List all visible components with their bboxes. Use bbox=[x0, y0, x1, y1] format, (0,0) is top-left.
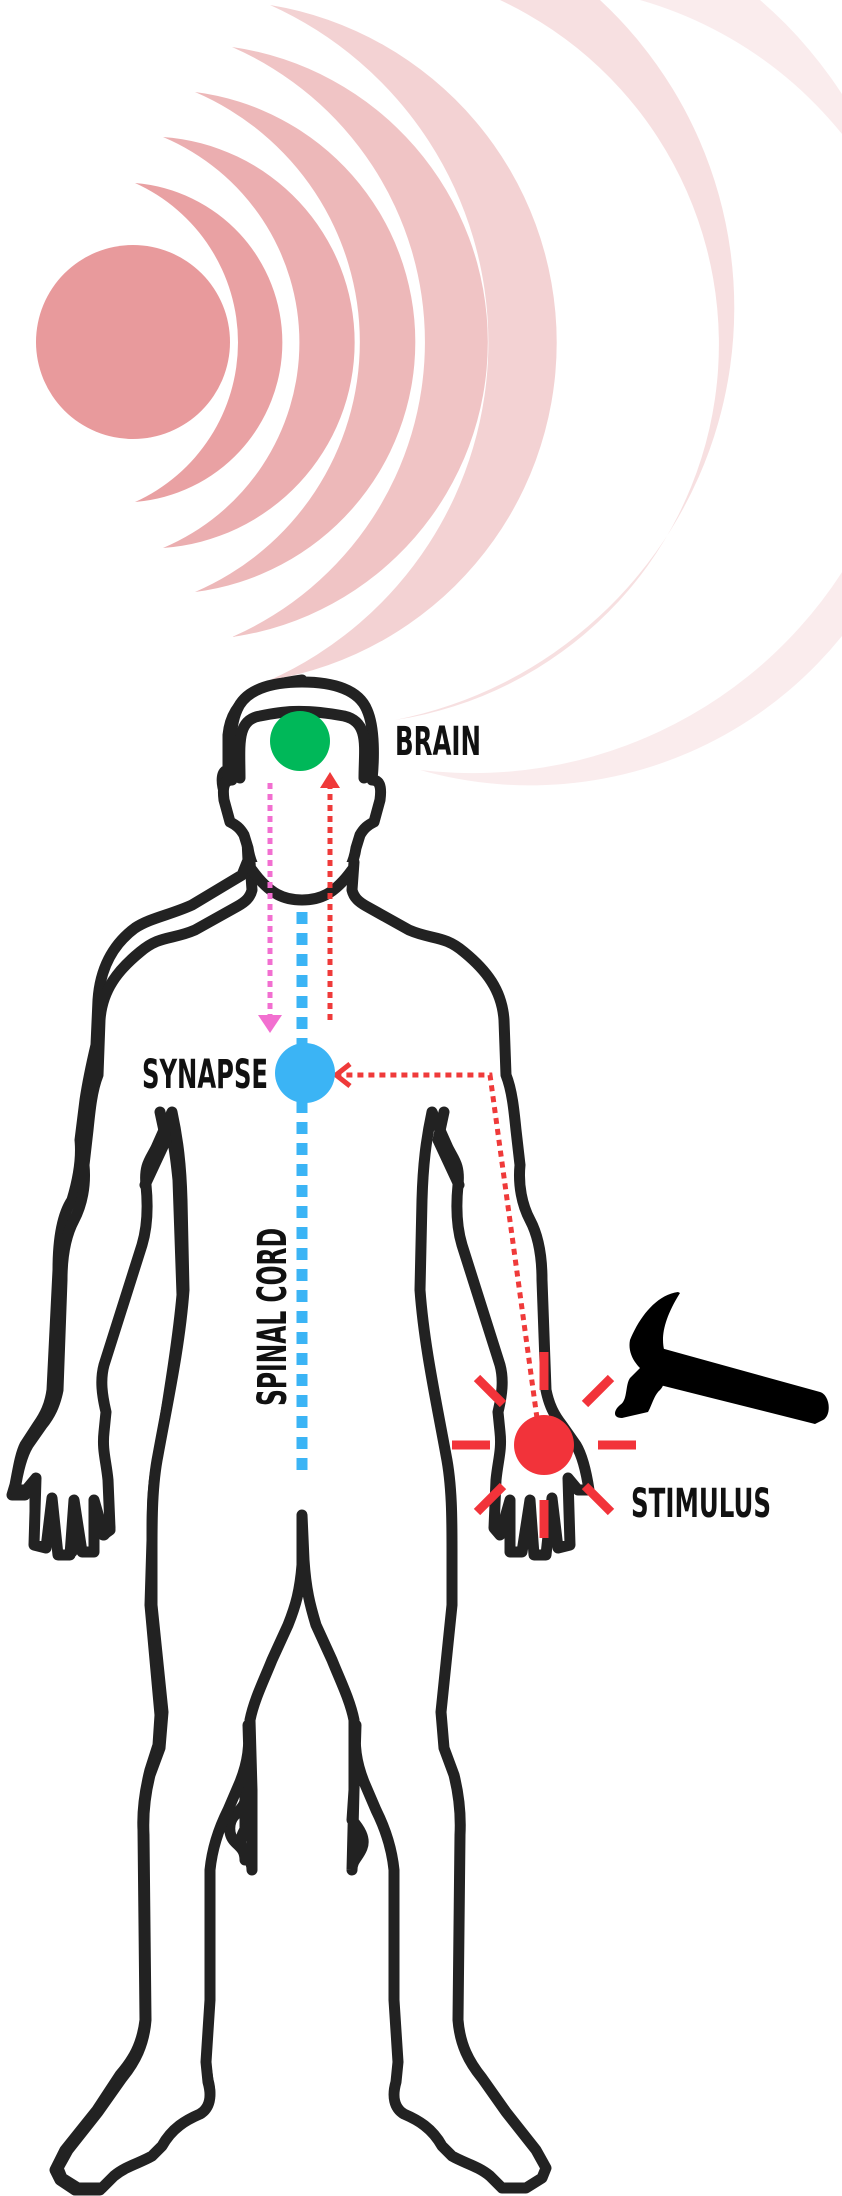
human-body-outline bbox=[12, 680, 589, 2190]
signal-wave-icon bbox=[36, 0, 842, 785]
hammer-handle bbox=[640, 1345, 829, 1424]
hammer-icon bbox=[615, 1292, 829, 1424]
signal-source-circle bbox=[36, 245, 230, 439]
synapse-label: SYNAPSE bbox=[142, 1052, 268, 1098]
synapse-node bbox=[275, 1043, 335, 1103]
brain-label: BRAIN bbox=[395, 719, 481, 765]
stimulus-node bbox=[514, 1415, 574, 1475]
brain-node bbox=[270, 711, 330, 771]
spinal-cord-label: SPINAL CORD bbox=[250, 1228, 296, 1406]
stimulus-label: STIMULUS bbox=[631, 1481, 771, 1527]
